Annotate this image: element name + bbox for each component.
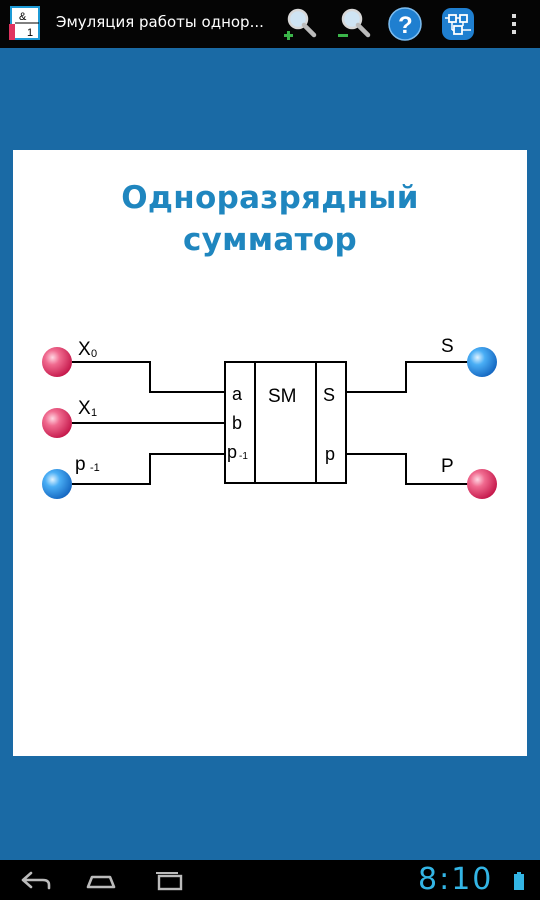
back-button[interactable]	[12, 864, 58, 896]
sm-block	[224, 361, 347, 484]
block-pin-p-out: p	[325, 444, 335, 464]
overflow-menu-button[interactable]	[494, 4, 534, 44]
input-label-x1: X	[78, 398, 91, 419]
output-terminal-p	[467, 469, 497, 499]
output-terminal-s	[467, 347, 497, 377]
recent-apps-button[interactable]	[146, 864, 192, 896]
input-terminal-x0[interactable]	[42, 347, 72, 377]
navigation-bar: 8:10	[0, 860, 540, 900]
input-sub-x1: 1	[91, 407, 97, 419]
output-label-p: P	[441, 456, 454, 477]
zoom-out-icon	[338, 8, 371, 38]
home-icon	[86, 875, 116, 889]
zoom-in-button[interactable]	[280, 4, 320, 44]
svg-text:?: ?	[398, 12, 413, 39]
block-pin-a: a	[232, 384, 243, 404]
block-name: SM	[268, 386, 297, 407]
zoom-out-button[interactable]	[334, 4, 374, 44]
recent-apps-icon	[156, 872, 183, 891]
battery-icon	[514, 872, 524, 894]
wire-x0	[72, 361, 225, 393]
block-pin-s: S	[323, 385, 335, 405]
output-label-s: S	[441, 336, 454, 357]
app-title: Эмуляция работы однор...	[56, 13, 264, 31]
input-sub-x0: 0	[91, 348, 97, 360]
app-icon-symbol-and: &	[19, 11, 27, 23]
wire-p	[346, 453, 468, 485]
overflow-menu-icon	[512, 14, 516, 34]
heading-line1: Одноразрядный	[121, 180, 419, 216]
block-pin-p-subscript: -1	[239, 451, 248, 462]
block-pin-b: b	[232, 413, 242, 433]
zoom-in-icon	[284, 8, 317, 40]
action-bar: & 1 Эмуляция работы однор... ?	[0, 0, 540, 48]
heading-line2: сумматор	[182, 222, 358, 258]
wire-p-minus-1	[72, 453, 225, 485]
wire-s	[346, 361, 468, 393]
app-icon-symbol-one: 1	[27, 27, 33, 39]
back-icon	[21, 871, 51, 890]
input-sub-p: -1	[90, 462, 100, 474]
input-label-x0: X	[78, 339, 91, 360]
input-terminal-p-minus-1[interactable]	[42, 469, 72, 499]
status-clock: 8:10	[418, 862, 494, 897]
scheme-button[interactable]	[438, 4, 478, 44]
input-terminal-x1[interactable]	[42, 408, 72, 438]
app-logo-icon[interactable]: & 1	[9, 6, 45, 42]
help-icon: ?	[388, 7, 422, 41]
wires	[72, 361, 468, 485]
home-button[interactable]	[78, 864, 124, 896]
input-label-p: p	[75, 454, 86, 475]
scheme-icon	[442, 8, 474, 40]
block-pin-p: p	[227, 442, 237, 462]
help-button[interactable]: ?	[385, 4, 425, 44]
